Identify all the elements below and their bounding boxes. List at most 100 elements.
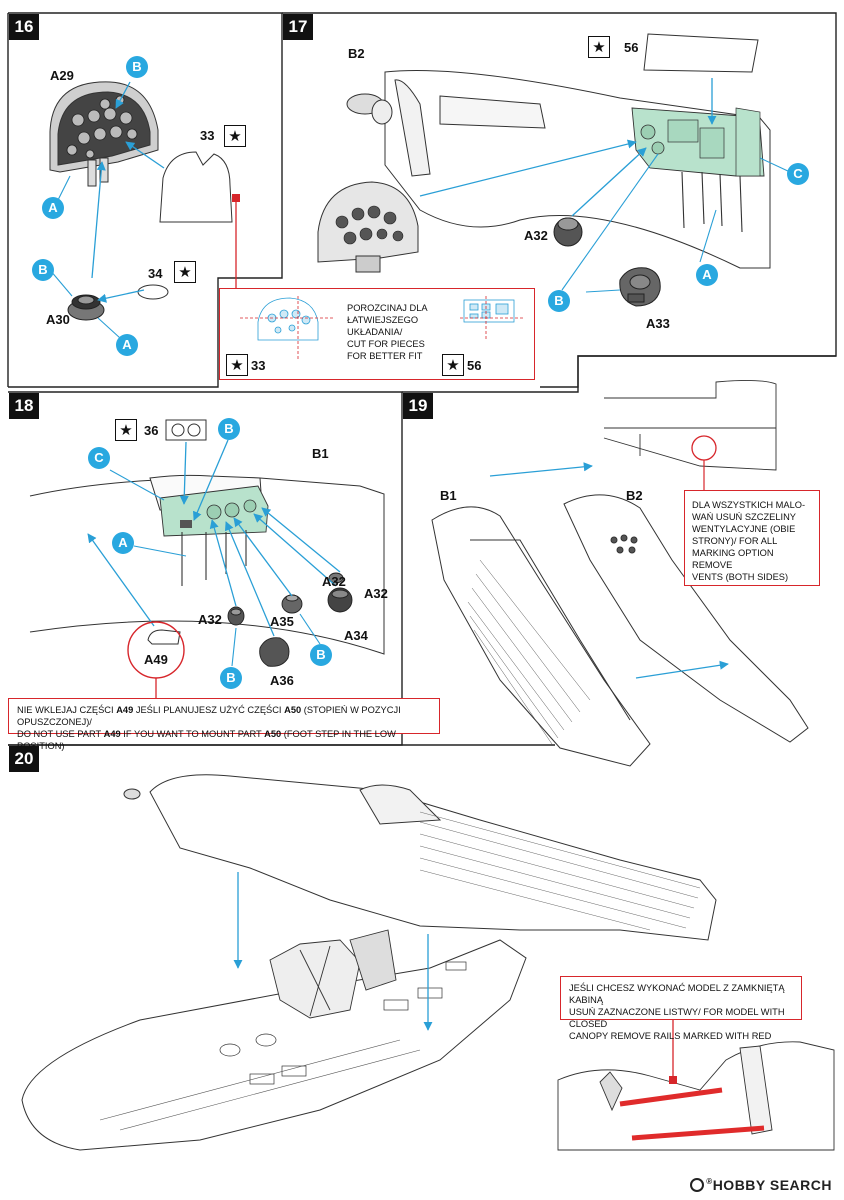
watermark-reg: ® xyxy=(706,1177,713,1186)
callout-a-16b: A xyxy=(116,334,138,356)
b2-cockpit-highlight xyxy=(631,107,765,177)
frame-16 xyxy=(8,12,283,388)
note-cut-line-4: CUT FOR PIECES xyxy=(347,339,425,349)
decal-56-shape xyxy=(643,33,759,73)
decal-33-shape xyxy=(159,151,233,223)
canopy-red-rails xyxy=(619,1087,765,1141)
step18-parts xyxy=(227,572,353,667)
note-fs-l1d: A50 xyxy=(284,705,302,715)
callout-b-17: B xyxy=(548,290,570,312)
decal-number-36: 36 xyxy=(144,423,159,438)
step-20-number: 20 xyxy=(9,746,39,772)
part-a33-shape xyxy=(619,267,661,307)
callout-a-16a: A xyxy=(42,197,64,219)
note-fs-l2c: IF YOU WANT TO MOUNT PART xyxy=(120,729,265,739)
a49-red-callout xyxy=(127,621,185,698)
step-16-number: 16 xyxy=(9,14,39,40)
part-label-b2-17: B2 xyxy=(348,46,365,61)
part-label-b1-19: B1 xyxy=(440,488,457,503)
step18-arrows xyxy=(87,439,341,637)
callout-b-16a: B xyxy=(126,56,148,78)
part-a30-shape xyxy=(67,294,105,321)
decal-star-icon-cut-56: ★ xyxy=(442,354,464,376)
note-fs-l1c: JEŚLI PLANUJESZ UŻYĆ CZĘŚCI xyxy=(133,705,285,715)
fuselage-assembled xyxy=(123,774,717,941)
part-label-a32-17: A32 xyxy=(524,228,548,243)
part-label-a29: A29 xyxy=(50,68,74,83)
step19-arrows xyxy=(489,462,729,679)
callout-a-17: A xyxy=(696,264,718,286)
note-vents-line-5: MARKING OPTION REMOVE xyxy=(692,548,774,570)
note-cut-pieces: POROZCINAJ DLA ŁATWIEJSZEGO UKŁADANIA/ C… xyxy=(219,288,535,380)
step17-arrows xyxy=(419,78,717,217)
note-vents-line-6: VENTS (BOTH SIDES) xyxy=(692,572,789,582)
step-19-number: 19 xyxy=(403,393,433,419)
decal-number-cut-33: 33 xyxy=(251,358,266,373)
step19-tail-inset xyxy=(603,379,777,471)
step-18-number: 18 xyxy=(9,393,39,419)
decal-star-icon-56: ★ xyxy=(588,36,610,58)
note-fs-l2b: A49 xyxy=(103,729,121,739)
fuselage-b1-half xyxy=(431,506,651,767)
step-17-number: 17 xyxy=(283,14,313,40)
note-vents-line-3: WENTYLACYJNE (OBIE xyxy=(692,524,796,534)
step-frames xyxy=(7,12,837,746)
note-vents-line-1: DLA WSZYSTKICH MALO- xyxy=(692,500,806,510)
decal-number-cut-56: 56 xyxy=(467,358,482,373)
step17-panel xyxy=(317,181,419,273)
b2-stiffeners xyxy=(681,171,743,233)
note-vents-line-2: WAŃ USUŃ SZCZELINY xyxy=(692,512,796,522)
fuselage-b2-half xyxy=(563,494,809,743)
decal-number-34: 34 xyxy=(148,266,163,281)
part-label-a35: A35 xyxy=(270,614,294,629)
instrument-panel-a29 xyxy=(49,81,159,187)
note-canopy-line-3: CANOPY REMOVE RAILS MARKED WITH RED xyxy=(569,1031,772,1041)
decal-star-icon-cut-33: ★ xyxy=(226,354,248,376)
note-cut-line-1: POROZCINAJ DLA xyxy=(347,303,428,313)
note-canopy: JEŚLI CHCESZ WYKONAĆ MODEL Z ZAMKNIĘTĄ K… xyxy=(560,976,802,1041)
note-fs-l1a: NIE WKLEJAJ CZĘŚCI xyxy=(17,705,117,715)
note-fs-l1b: A49 xyxy=(116,705,134,715)
watermark-text: HOBBY SEARCH xyxy=(712,1177,832,1193)
note-vents-line-4: STRONY)/ FOR ALL xyxy=(692,536,778,546)
callout-b-18c: B xyxy=(220,667,242,689)
cut-note-decal-33 xyxy=(240,296,334,360)
vent-red-callout xyxy=(691,435,717,490)
canopy-red-leader xyxy=(669,1020,677,1084)
part-label-a32-18c: A32 xyxy=(198,612,222,627)
callout-c-17: C xyxy=(787,163,809,185)
part-label-a30: A30 xyxy=(46,312,70,327)
note-cut-line-2: ŁATWIEJSZEGO xyxy=(347,315,419,325)
decal-34-shape xyxy=(137,284,169,300)
note-canopy-line-1: JEŚLI CHCESZ WYKONAĆ MODEL Z ZAMKNIĘTĄ K… xyxy=(569,983,785,1005)
watermark-logo-icon xyxy=(690,1178,705,1192)
note-fs-l1e: (STOPIEŃ W POZYCJI OPUSZCZONEJ)/ xyxy=(17,705,401,727)
part-label-a49: A49 xyxy=(144,652,168,667)
part-label-a36: A36 xyxy=(270,673,294,688)
part-label-a33: A33 xyxy=(646,316,670,331)
callout-a-18: A xyxy=(112,532,134,554)
note-vents: DLA WSZYSTKICH MALO- WAŃ USUŃ SZCZELINY … xyxy=(684,490,820,586)
note-foot-step-line-1: NIE WKLEJAJ CZĘŚCI A49 JEŚLI PLANUJESZ U… xyxy=(17,704,431,728)
part-label-a34: A34 xyxy=(344,628,368,643)
callout-b-18b: B xyxy=(310,644,332,666)
note-fs-l2a: DO NOT USE PART xyxy=(17,729,104,739)
callout-b-16b: B xyxy=(32,259,54,281)
decal-star-icon-36: ★ xyxy=(115,419,137,441)
part-a32-shape-17 xyxy=(553,217,583,247)
step17-leaders xyxy=(561,153,791,293)
part-label-a32-18a: A32 xyxy=(322,574,346,589)
decal-36-shape xyxy=(165,419,207,441)
hobby-search-watermark: ®HOBBY SEARCH xyxy=(690,1177,832,1193)
step16-leaders xyxy=(49,175,121,339)
note-cut-line-5: FOR BETTER FIT xyxy=(347,351,423,361)
decal-star-icon-34: ★ xyxy=(174,261,196,283)
step20-arrows xyxy=(233,872,433,1031)
note-foot-step: NIE WKLEJAJ CZĘŚCI A49 JEŚLI PLANUJESZ U… xyxy=(8,698,440,751)
callout-c-18: C xyxy=(88,447,110,469)
note-canopy-line-2: USUŃ ZAZNACZONE LISTWY/ FOR MODEL WITH C… xyxy=(569,1007,785,1029)
part-a49-shape xyxy=(147,629,181,645)
cut-note-decal-56 xyxy=(460,296,524,340)
